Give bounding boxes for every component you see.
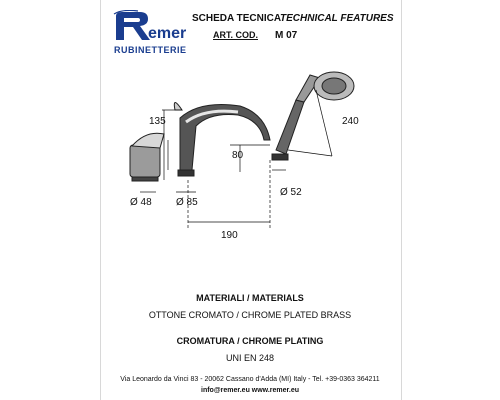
standard: UNI EN 248 <box>225 353 275 363</box>
article-code: M 07 <box>275 30 298 41</box>
footer-contact: info@remer.eu www.remer.eu <box>201 387 299 394</box>
english-title: TECHNICAL FEATURES <box>280 13 394 24</box>
dim-diameter-85: Ø 85 <box>176 197 198 208</box>
hand-shower <box>271 71 355 161</box>
technical-sheet <box>100 0 402 400</box>
dim-height-80: 80 <box>232 150 244 161</box>
dimension-lines <box>140 89 333 228</box>
spout <box>173 102 271 177</box>
italian-title: SCHEDA TECNICA <box>192 13 282 24</box>
plating-heading: CROMATURA / CHROME PLATING <box>176 336 324 346</box>
faucet-drawing <box>129 71 355 228</box>
dim-length-240: 240 <box>342 116 359 127</box>
dim-diameter-48: Ø 48 <box>130 197 152 208</box>
dim-diameter-52: Ø 52 <box>280 187 302 198</box>
remer-logo: emer <box>113 10 186 42</box>
mixer-body <box>129 132 165 182</box>
materials-heading: MATERIALI / MATERIALS <box>196 293 304 303</box>
logo-subtitle: RUBINETTERIE <box>114 45 187 55</box>
materials-value: OTTONE CROMATO / CHROME PLATED BRASS <box>148 310 352 320</box>
article-code-label: ART. COD. <box>213 30 258 40</box>
dim-height-135: 135 <box>149 116 166 127</box>
footer-address: Via Leonardo da Vinci 83 - 20062 Cassano… <box>120 376 380 383</box>
svg-text:emer: emer <box>148 25 186 42</box>
dim-distance-190: 190 <box>221 230 238 241</box>
